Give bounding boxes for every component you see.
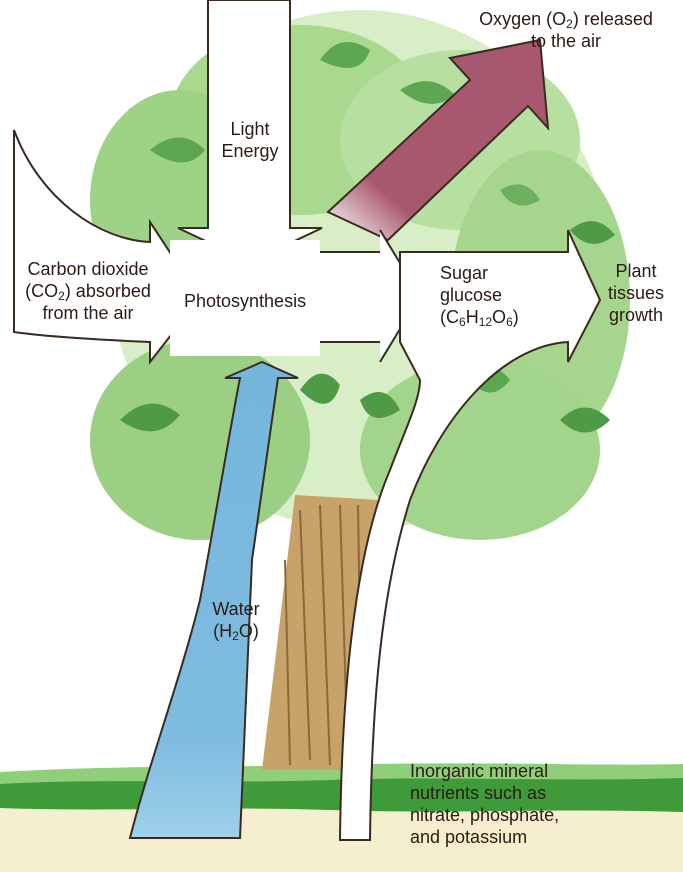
sugar-line-1: Sugar: [440, 262, 570, 284]
sugar-formula: (C6H12O6): [440, 306, 570, 328]
oxygen-line-2: to the air: [452, 30, 680, 52]
plant-tissues-line-1: Plant: [596, 260, 676, 282]
plant-tissues-line-2: tissues: [596, 282, 676, 304]
water-label: Water (H2O): [196, 598, 276, 642]
light-energy-line-1: Light: [212, 118, 288, 140]
minerals-line-1: Inorganic mineral: [410, 760, 680, 782]
plant-tissues-label: Plant tissues growth: [596, 260, 676, 326]
sugar-label: Sugar glucose (C6H12O6): [440, 262, 570, 328]
water-formula: (H2O): [196, 620, 276, 642]
sugar-line-2: glucose: [440, 284, 570, 306]
light-energy-line-2: Energy: [212, 140, 288, 162]
carbon-dioxide-label: Carbon dioxide (CO2) absorbed from the a…: [8, 258, 168, 324]
minerals-line-4: and potassium: [410, 826, 680, 848]
carbon-dioxide-line-2: (CO2) absorbed: [8, 280, 168, 302]
minerals-label: Inorganic mineral nutrients such as nitr…: [410, 760, 680, 848]
water-line-1: Water: [196, 598, 276, 620]
carbon-dioxide-line-3: from the air: [8, 302, 168, 324]
oxygen-label: Oxygen (O2) released to the air: [452, 8, 680, 52]
minerals-line-2: nutrients such as: [410, 782, 680, 804]
minerals-line-3: nitrate, phosphate,: [410, 804, 680, 826]
plant-tissues-line-3: growth: [596, 304, 676, 326]
light-energy-label: Light Energy: [212, 118, 288, 162]
oxygen-line-1: Oxygen (O2) released: [452, 8, 680, 30]
carbon-dioxide-line-1: Carbon dioxide: [8, 258, 168, 280]
photosynthesis-label: Photosynthesis: [184, 290, 306, 312]
